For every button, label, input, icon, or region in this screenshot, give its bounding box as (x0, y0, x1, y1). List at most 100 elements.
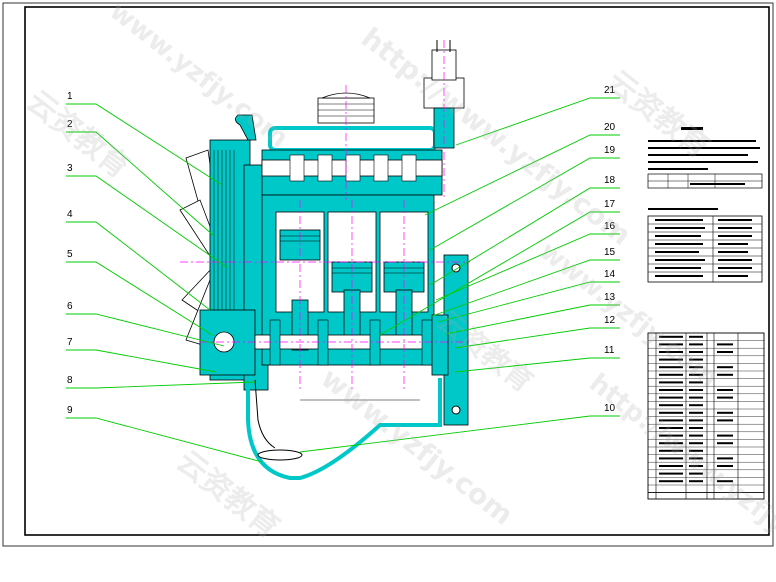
parts-list-cell-text (717, 366, 733, 369)
valve-cover (268, 126, 437, 152)
parts-list-cell-text (659, 381, 683, 384)
parts-list-cell-text (689, 457, 703, 460)
spec-strip-text (690, 183, 745, 185)
notes-footnote (648, 208, 718, 210)
parts-list-cell-text (717, 442, 733, 445)
parts-list-cell-text (659, 419, 683, 422)
parts-list-cell-text (659, 366, 683, 369)
parts-list-cell-text (689, 442, 703, 445)
callout-11: 11 (604, 345, 615, 356)
parts-list-cell-text (717, 396, 733, 399)
notes-text-lines (648, 140, 760, 170)
parts-list-cell-text (689, 335, 703, 338)
parts-list-columns (655, 333, 739, 499)
parts-list-cell-text (659, 351, 683, 353)
callout-10: 10 (604, 403, 616, 414)
parts-list-cell-text (689, 427, 703, 429)
leader-11 (454, 357, 620, 373)
parts-list-cell-text (659, 449, 683, 452)
parts-list-cell-text (659, 457, 683, 460)
callout-13: 13 (604, 292, 616, 303)
callout-4: 4 (67, 209, 73, 220)
leader-1 (66, 103, 223, 186)
parts-list-cell-text (689, 396, 703, 399)
parts-list-cell-text (659, 335, 683, 338)
parts-list-cell-text (689, 465, 703, 467)
parts-list-cell-text (689, 351, 703, 353)
outer-border (2, 2, 774, 547)
parts-list-cell-text (659, 480, 683, 483)
air-filter-cap (321, 92, 371, 99)
parts-list-cell-text (659, 389, 683, 391)
callout-15: 15 (604, 247, 616, 258)
oil-pan (246, 378, 442, 480)
clearance-table-rows (648, 223, 762, 273)
leader-16 (435, 233, 620, 301)
leader-8 (66, 381, 256, 389)
parts-list-frame (647, 332, 765, 500)
parts-list-cell-text (689, 449, 703, 452)
parts-list-cell-text (689, 434, 703, 437)
parts-list-cell-text (689, 419, 703, 422)
leader-17 (379, 211, 620, 336)
parts-list-rows (648, 335, 764, 494)
leader-4 (66, 221, 211, 311)
leader-14 (437, 281, 620, 323)
parts-list-cell-text (659, 411, 683, 414)
notes-heading-bar (681, 127, 703, 130)
callout-1: 1 (67, 91, 73, 102)
callout-2: 2 (67, 119, 73, 130)
leader-18 (429, 187, 620, 286)
parts-list-cell-text (689, 389, 703, 391)
oil-pickup-tube (254, 379, 276, 449)
parts-list-table (647, 332, 765, 500)
center-lines (180, 40, 470, 390)
callout-3: 3 (67, 163, 73, 174)
leader-12 (454, 327, 620, 349)
parts-list-cell-text (659, 472, 683, 475)
callout-8: 8 (67, 375, 73, 386)
parts-list-cell-text (717, 457, 733, 460)
clearance-table (647, 215, 763, 283)
callout-16: 16 (604, 221, 616, 232)
callout-9: 9 (67, 405, 73, 416)
parts-list-cell-text (689, 366, 703, 369)
leader-21 (455, 97, 620, 146)
parts-list-cell-text (717, 343, 733, 346)
engine-cross-section (179, 40, 469, 480)
callout-6: 6 (67, 301, 73, 312)
leader-15 (431, 259, 620, 317)
parts-list-cell-text (659, 442, 683, 445)
parts-list-cell-text (659, 434, 683, 437)
parts-list-cell-text (659, 358, 683, 361)
spec-strip-cells (648, 174, 762, 188)
parts-list-cell-text (717, 389, 733, 391)
parts-list-cell-text (717, 373, 733, 376)
parts-list-cell-text (689, 343, 703, 346)
leader-13 (445, 304, 620, 335)
leader-7 (66, 349, 217, 373)
parts-list-cell-text (689, 480, 703, 483)
parts-list-cell-text (717, 465, 733, 467)
callout-18: 18 (604, 175, 616, 186)
engine-assembly-drawing: 1 2 3 4 5 6 7 8 9 10 11 12 13 14 15 16 1… (2, 2, 774, 547)
callout-20: 20 (604, 122, 616, 133)
callout-17: 17 (604, 199, 616, 210)
parts-list-cell-text (689, 472, 703, 475)
callout-21: 21 (604, 85, 616, 96)
parts-list-cell-text (689, 381, 703, 384)
callout-numbers: 1 2 3 4 5 6 7 8 9 10 11 12 13 14 15 16 1… (67, 85, 616, 416)
callout-12: 12 (604, 315, 616, 326)
inner-border (24, 6, 770, 536)
leader-3 (66, 175, 229, 269)
technical-notes (647, 127, 763, 210)
parts-list-cell-text (717, 419, 733, 422)
parts-list-cell-text (659, 427, 683, 429)
parts-list-cell-text (717, 434, 733, 437)
cam-lobes (289, 154, 417, 182)
leader-9 (66, 417, 263, 463)
parts-list-cell-text (717, 351, 733, 353)
flywheel-bolt-bottom (451, 405, 461, 415)
parts-list-cell-text (689, 411, 703, 414)
oil-strainer (257, 449, 303, 461)
